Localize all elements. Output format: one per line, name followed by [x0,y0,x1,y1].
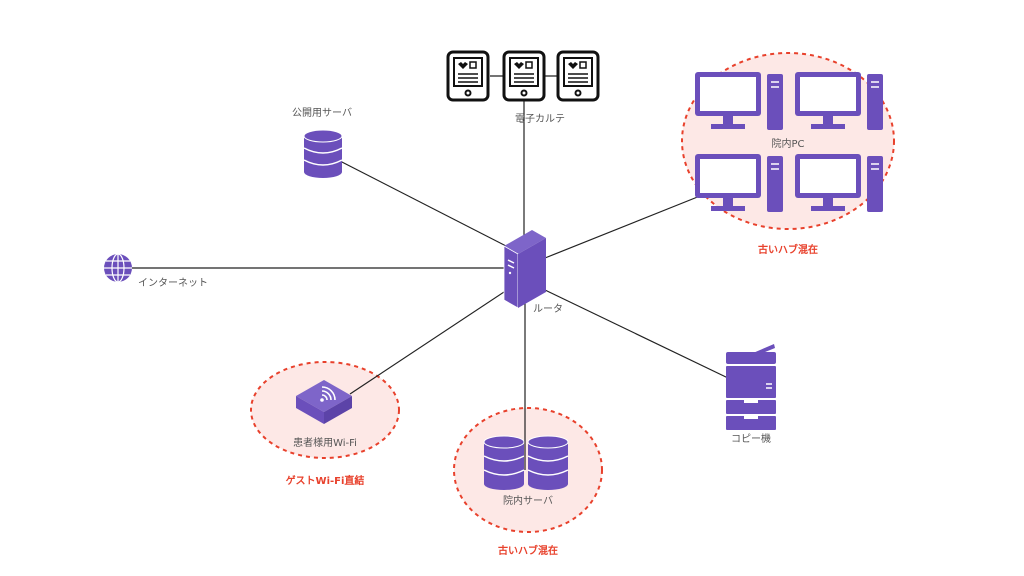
tablet-medical-record-icon[interactable] [502,50,546,102]
hospital-pc-warning: 古いハブ混在 [758,245,818,256]
desktop-pc-icon[interactable] [795,154,883,212]
server-tower-icon[interactable] [503,230,546,309]
links [130,75,729,470]
router-label: ルータ [533,304,563,315]
tablet-medical-record-icon[interactable] [446,50,490,102]
desktop-pc-icon[interactable] [695,154,783,212]
hospital-server-label: 院内サーバ [503,496,553,507]
hospital-pc-group [695,72,883,212]
link-patient-wifi [349,287,511,395]
link-hospital-pc [544,195,701,259]
patient-wifi-label: 患者様用Wi-Fi [293,438,357,449]
hospital-pc-label: 院内PC [771,139,805,150]
link-public-server [337,159,511,249]
internet-label: インターネット [138,278,208,289]
desktop-pc-icon[interactable] [695,72,783,130]
wifi-access-point-icon[interactable] [296,380,352,424]
link-copier [544,289,729,379]
tablet-medical-record-icon[interactable] [556,50,600,102]
database-icon[interactable] [527,435,569,490]
database-icon[interactable] [303,129,343,178]
emr-tablets [446,50,600,102]
desktop-pc-icon[interactable] [795,72,883,130]
copier-label: コピー機 [731,434,771,445]
public-server-label: 公開用サーバ [292,108,352,119]
copier-icon[interactable] [726,344,776,430]
hospital-server-warning: 古いハブ混在 [498,546,558,557]
emr-label: 電子カルテ [515,114,565,125]
hospital-server-group [483,435,569,490]
database-icon[interactable] [483,435,525,490]
patient-wifi-warning: ゲストWi-Fi直結 [285,476,365,487]
globe-icon[interactable] [104,253,132,283]
